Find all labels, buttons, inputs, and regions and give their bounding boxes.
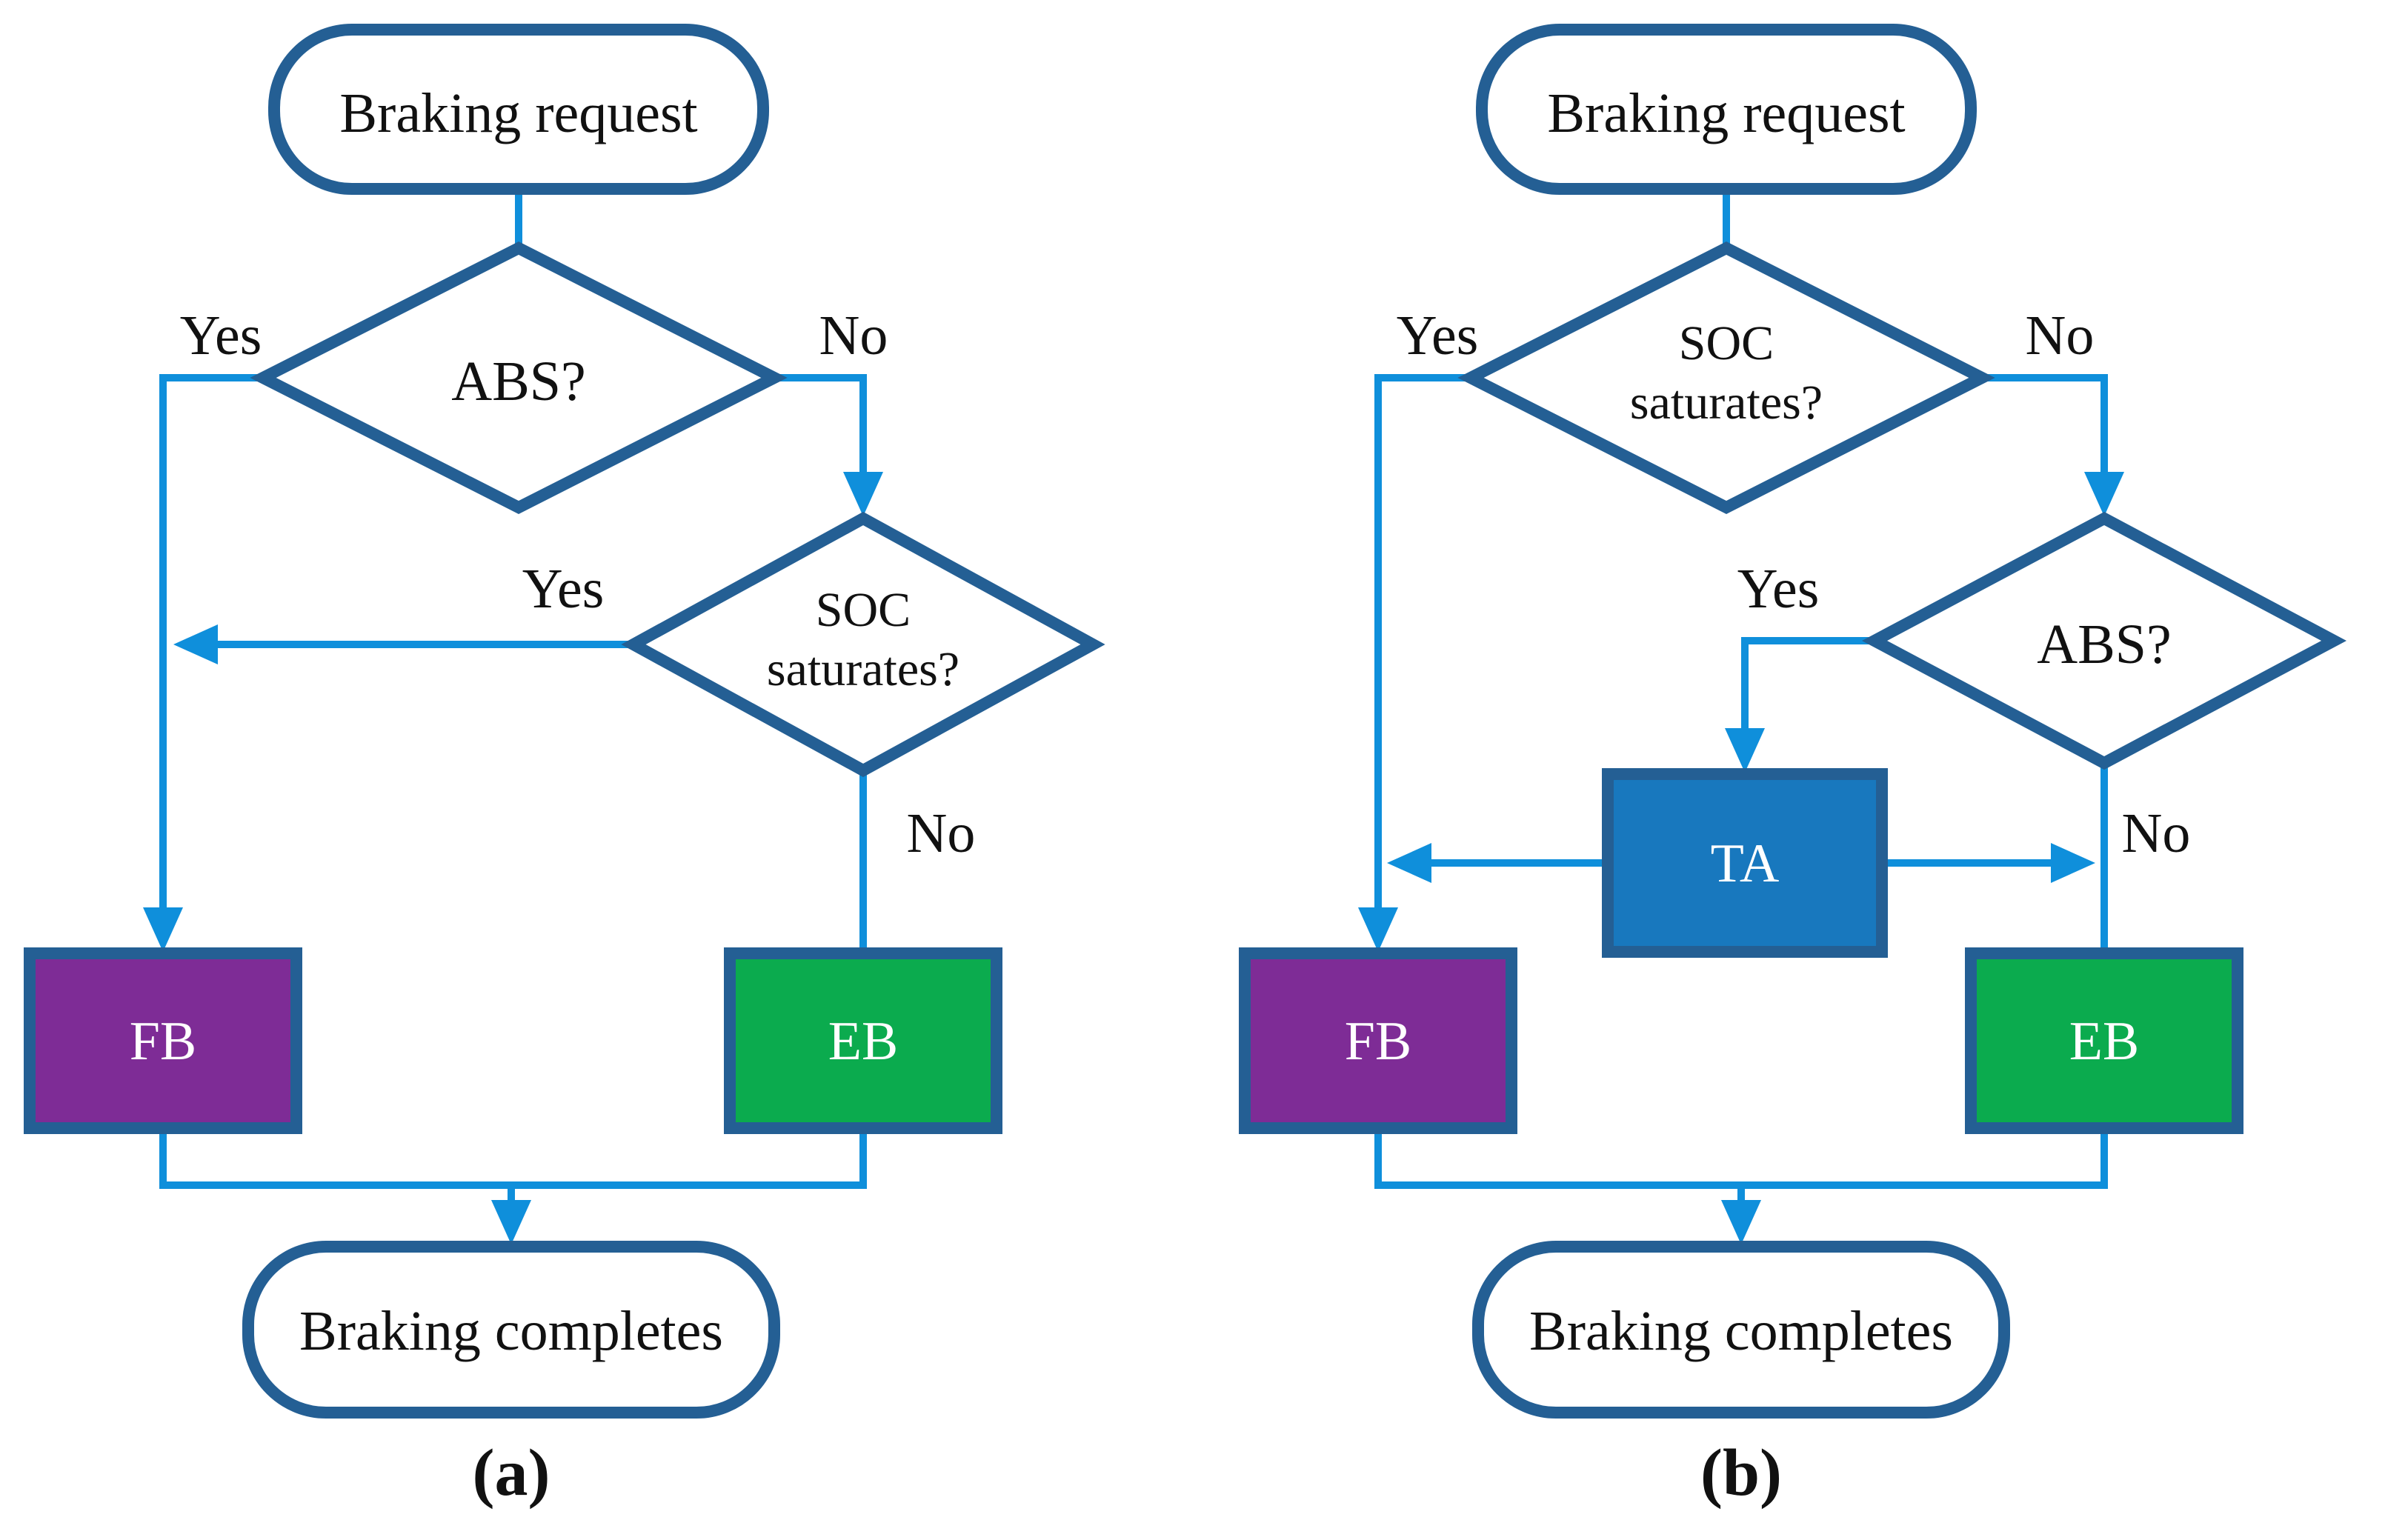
decision-a-soc-label-line2: saturates?	[767, 642, 959, 696]
label-a-abs-yes: Yes	[180, 304, 262, 367]
terminator-a-braking-request-label: Braking request	[339, 82, 697, 144]
decision-b-abs	[1861, 511, 2347, 770]
decision-a-abs-label: ABS?	[451, 350, 586, 413]
process-a-eb	[724, 947, 1002, 1134]
arrowhead-b-ta-left	[1387, 843, 1431, 883]
process-b-eb-label: EB	[2069, 1011, 2140, 1072]
label-b-abs-yes: Yes	[1737, 558, 1820, 620]
terminator-b-braking-completes	[1472, 1241, 2010, 1419]
caption-b: (b)	[1700, 1436, 1782, 1510]
terminator-b-braking-request	[1476, 24, 1977, 195]
edge-a-abs-no-to-soc	[774, 374, 867, 478]
process-b-ta	[1602, 768, 1888, 958]
decision-a-abs	[250, 241, 788, 514]
terminator-a-braking-request	[268, 24, 769, 195]
terminator-b-braking-request-label: Braking request	[1547, 82, 1905, 144]
label-b-soc-no: No	[2026, 304, 2095, 367]
decision-b-abs-label: ABS?	[2037, 613, 2172, 676]
terminator-a-braking-completes	[242, 1241, 780, 1419]
decision-b-soc-saturates	[1457, 241, 1995, 514]
caption-a: (a)	[473, 1436, 550, 1510]
arrowhead-b-into-ta	[1725, 728, 1765, 773]
decision-b-soc-label-line2: saturates?	[1630, 376, 1823, 430]
process-b-fb	[1239, 947, 1517, 1134]
edge-a-abs-yes-to-fb	[159, 374, 263, 913]
arrowhead-b-into-abs	[2084, 472, 2124, 516]
process-a-fb-label: FB	[130, 1011, 197, 1072]
arrowhead-a-into-soc	[843, 472, 883, 516]
label-b-soc-yes: Yes	[1397, 304, 1479, 367]
process-b-eb	[1965, 947, 2243, 1134]
edge-b-merge-bottom	[1374, 1128, 2108, 1189]
label-a-soc-yes: Yes	[522, 558, 605, 620]
label-a-abs-no: No	[819, 304, 888, 367]
edge-b-soc-yes-to-fb	[1374, 374, 1471, 913]
terminator-a-braking-completes-label: Braking completes	[299, 1300, 723, 1362]
process-a-fb	[24, 947, 302, 1134]
label-a-soc-no: No	[907, 802, 976, 864]
arrowhead-a-into-fb	[143, 907, 183, 952]
process-b-fb-label: FB	[1345, 1011, 1412, 1072]
decision-b-soc-label-line1: SOC	[1679, 316, 1774, 370]
terminator-b-braking-completes-label: Braking completes	[1529, 1300, 1953, 1362]
decision-a-soc-saturates	[621, 511, 1105, 778]
process-b-ta-label: TA	[1711, 833, 1780, 894]
label-b-abs-no: No	[2122, 802, 2191, 864]
arrowhead-b-ta-right	[2051, 843, 2095, 883]
edge-a-merge-bottom	[159, 1128, 867, 1189]
edge-b-abs-yes-to-ta	[1741, 637, 1875, 736]
arrowhead-a-into-end	[491, 1200, 531, 1244]
arrowhead-a-soc-yes-left	[173, 624, 218, 664]
decision-a-soc-label-line1: SOC	[816, 583, 911, 637]
flowchart-b: Braking request SOC saturates? ABS? TA F…	[1239, 24, 2347, 1510]
arrowhead-b-into-fb	[1358, 907, 1398, 952]
flowchart-a: Braking request ABS? SOC saturates? FB E…	[24, 24, 1105, 1510]
arrowhead-b-into-end	[1721, 1200, 1761, 1244]
process-a-eb-label: EB	[828, 1011, 899, 1072]
edge-b-soc-no-to-abs	[1982, 374, 2108, 478]
